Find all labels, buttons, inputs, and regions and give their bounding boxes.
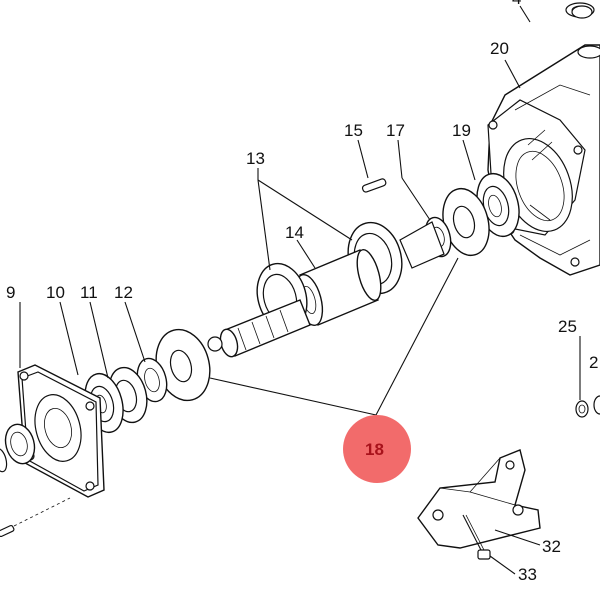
leader-14 [296, 239, 316, 269]
label-part-2x: 2 [589, 353, 598, 372]
splined-shaft [207, 299, 311, 358]
bolt-33 [462, 514, 491, 560]
label-part-17: 17 [386, 121, 405, 140]
leader-32 [494, 529, 541, 546]
label-part-11: 11 [80, 283, 98, 302]
label-part-9: 9 [6, 283, 15, 302]
label-part-4: 4 [512, 0, 521, 8]
leader-13b [257, 179, 353, 241]
washer-18-left [155, 328, 211, 402]
leader-4 [519, 5, 531, 23]
leader-10 [59, 301, 79, 376]
leader-17a [397, 139, 403, 179]
leader-15 [357, 139, 369, 179]
flange-housing-9 [0, 364, 105, 498]
leader-18b [375, 257, 459, 416]
bracket-32 [417, 449, 541, 549]
leader-19 [462, 139, 476, 181]
leader-lines [19, 5, 581, 575]
spacer-17 [399, 216, 452, 269]
leader-13a [257, 179, 271, 271]
label-part-18[interactable]: 18 [365, 440, 384, 459]
label-part-25: 25 [558, 317, 577, 336]
label-part-15: 15 [344, 121, 363, 140]
part-4-detail [571, 5, 593, 19]
highlight-marker-18[interactable] [343, 415, 411, 483]
label-part-33: 33 [518, 565, 537, 584]
bolt-lower-left [0, 497, 71, 538]
label-part-14: 14 [285, 223, 304, 242]
leader-18a [209, 377, 377, 416]
leader-12 [124, 301, 146, 363]
leader-17b [401, 177, 431, 221]
leader-11 [89, 301, 109, 379]
label-part-12: 12 [114, 283, 133, 302]
label-part-13: 13 [246, 149, 265, 168]
washer-18-right [442, 187, 490, 257]
leader-33 [489, 555, 516, 575]
washers-25 [575, 395, 600, 418]
tube-14 [294, 249, 382, 327]
label-part-19: 19 [452, 121, 471, 140]
leader-20 [504, 59, 521, 89]
label-part-20: 20 [490, 39, 509, 58]
pin-15 [361, 178, 387, 193]
label-part-32: 32 [542, 537, 561, 556]
label-part-10: 10 [46, 283, 65, 302]
